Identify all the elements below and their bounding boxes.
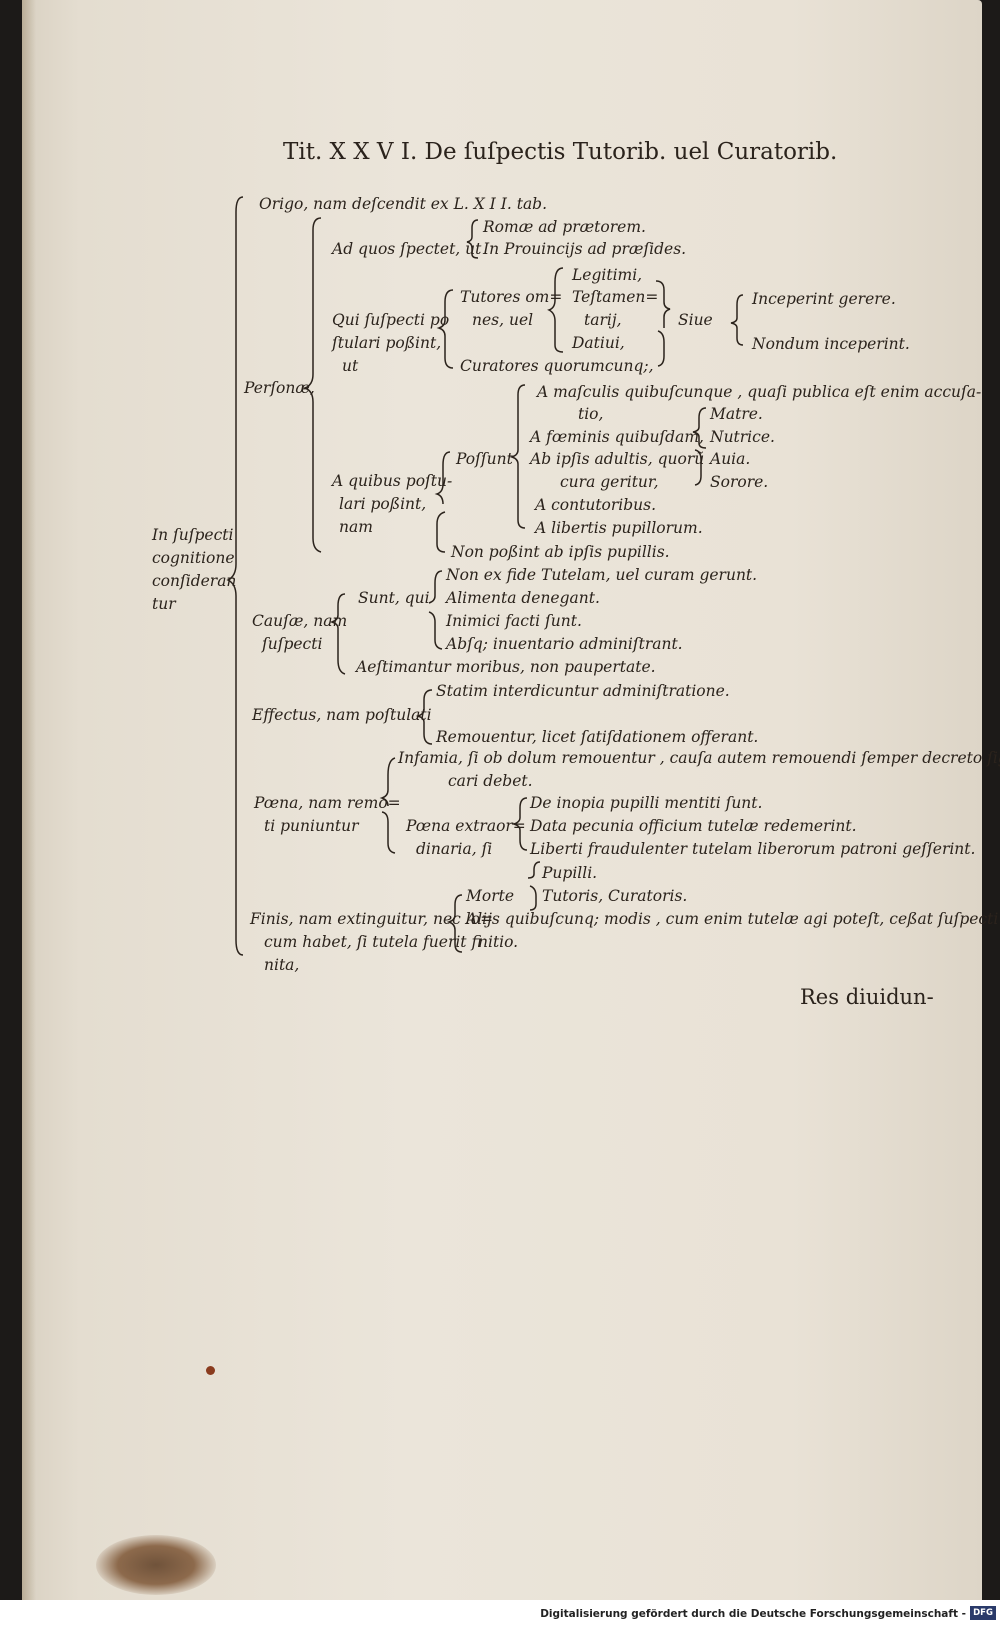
type-tarij: tarij,	[584, 311, 622, 329]
type-testamen: Teſtamen=	[572, 288, 659, 306]
infamia-line-2: cari debet.	[448, 772, 533, 790]
poena-label-line-2: ti puniuntur	[264, 817, 359, 835]
siue-item-2: Nondum inceperint.	[752, 335, 910, 353]
page-edge	[22, 0, 36, 1600]
effectus-item-1: Statim interdicuntur adminiſtratione.	[436, 682, 730, 700]
catchword: Res diuidun-	[800, 985, 934, 1009]
causa-item-1: Non ex fide Tutelam, uel curam gerunt.	[446, 566, 758, 584]
effectus-item-2: Remouentur, licet ſatiſdationem offerant…	[436, 728, 759, 746]
type-legitimi: Legitimi,	[572, 266, 643, 284]
possunt-label: Poſſunt	[456, 450, 513, 468]
a-quibus-label-line-3: nam	[339, 518, 373, 536]
ad-quos-label: Ad quos ſpectet, ut	[332, 240, 482, 258]
woman-matre: Matre.	[710, 405, 763, 423]
alijs-line-2: nitio.	[478, 933, 519, 951]
footer-credit: Digitalisierung gefördert durch die Deut…	[540, 1608, 966, 1620]
page-title: Tit. X X V I. De ſuſpectis Tutorib. uel …	[283, 139, 838, 165]
root-label-line-3: conſideran	[152, 572, 237, 590]
finis-label-line-2: cum habet, ſi tutela fuerit fi	[264, 933, 482, 951]
woman-nutrice: Nutrice.	[710, 428, 775, 446]
a-quibus-item-3b: cura geritur,	[560, 473, 659, 491]
a-quibus-item-2: A fœminis quibuſdam,	[530, 428, 704, 446]
causa-item-2: Alimenta denegant.	[446, 589, 600, 607]
extra-label-line-1: Pœna extraor=	[406, 817, 526, 835]
causae-label-line-2: ſuſpecti	[262, 635, 323, 653]
finis-label-line-3: nita,	[264, 956, 300, 974]
causa-item-4: Abſq; inuentario adminiſtrant.	[446, 635, 683, 653]
alijs-line-1: Alijs quibuſcunq; modis , cum enim tutel…	[466, 910, 1000, 928]
stain	[96, 1535, 216, 1595]
non-possunt-line: Non poßint ab ipſis pupillis.	[451, 543, 670, 561]
page-paper	[22, 0, 982, 1600]
footer-bar	[0, 1600, 1000, 1626]
morte-item-1: Pupilli.	[542, 864, 598, 882]
causa-item-3: Inimici facti ſunt.	[446, 612, 582, 630]
a-quibus-label-line-1: A quibus poſtu-	[332, 472, 453, 490]
qui-label-line-3: ut	[342, 357, 359, 375]
siue-label: Siue	[678, 311, 713, 329]
a-quibus-item-3: Ab ipſis adultis, quorũ	[530, 450, 705, 468]
curatores-line: Curatores quorumcunq;,	[460, 357, 654, 375]
a-quibus-item-1b: tio,	[578, 405, 604, 423]
a-quibus-item-4: A contutoribus.	[535, 496, 657, 514]
a-quibus-item-1: A maſculis quibuſcunque , quaſi publica …	[537, 383, 982, 401]
a-quibus-label-line-2: lari poßint,	[339, 495, 427, 513]
root-label-line-2: cognitione	[152, 549, 235, 567]
woman-sorore: Sorore.	[710, 473, 769, 491]
tutores-line-1: Tutores om=	[460, 288, 563, 306]
finis-label-line-1: Finis, nam extinguitur, nec lo=	[250, 910, 494, 928]
infamia-line-1: Infamia, ſi ob dolum remouentur , cauſa …	[398, 749, 1000, 767]
ad-quos-item-1: Romæ ad prætorem.	[483, 218, 646, 236]
causae-label-line-1: Cauſæ, nam	[252, 612, 348, 630]
a-quibus-item-5: A libertis pupillorum.	[535, 519, 703, 537]
origo-line: Origo, nam deſcendit ex L. X I I. tab.	[259, 195, 548, 213]
woman-auia: Auia.	[710, 450, 751, 468]
root-label-line-1: In ſuſpecti	[152, 526, 234, 544]
poena-label-line-1: Pœna, nam remo=	[254, 794, 401, 812]
personae-label: Perſonæ,	[244, 379, 315, 397]
root-label-line-4: tur	[152, 595, 176, 613]
extra-label-line-2: dinaria, ſi	[416, 840, 493, 858]
morte-label: Morte	[466, 887, 515, 905]
ink-spot	[206, 1366, 215, 1375]
ad-quos-item-2: In Prouincijs ad præſides.	[483, 240, 687, 258]
morte-item-2: Tutoris, Curatoris.	[542, 887, 688, 905]
dfg-logo: DFG	[970, 1606, 996, 1620]
aestimantur-line: Aeſtimantur moribus, non paupertate.	[356, 658, 656, 676]
effectus-label: Effectus, nam poſtulati	[252, 706, 432, 724]
extra-item-2: Data pecunia officium tutelæ redemerint.	[530, 817, 857, 835]
sunt-qui-label: Sunt, qui	[358, 589, 430, 607]
siue-item-1: Inceperint gerere.	[752, 290, 896, 308]
qui-label-line-2: ſtulari poßint,	[332, 334, 442, 352]
qui-label-line-1: Qui ſuſpecti po	[332, 311, 450, 329]
type-datiui: Datiui,	[572, 334, 625, 352]
extra-item-1: De inopia pupilli mentiti ſunt.	[530, 794, 763, 812]
tutores-line-2: nes, uel	[472, 311, 534, 329]
extra-item-3: Liberti fraudulenter tutelam liberorum p…	[530, 840, 976, 858]
